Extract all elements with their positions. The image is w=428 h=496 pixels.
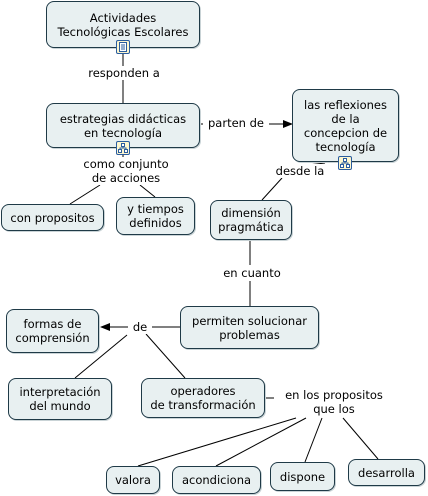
link-responden-a: responden a [82,66,166,80]
line-propositos-dispone [304,417,323,463]
concept-acondiciona[interactable]: acondiciona [172,466,261,494]
link-parten-de: parten de [203,116,269,130]
line-propositos-valora [137,417,297,467]
line-de-interpretacion [74,334,128,379]
concept-map-icon-glyph [118,143,128,153]
document-icon-glyph [119,42,127,52]
document-icon[interactable] [116,40,130,54]
concept-operadores-transformacion[interactable]: operadores de transformación [141,378,265,418]
concept-map-icon[interactable] [338,156,352,170]
concept-tiempos-definidos[interactable]: y tiempos definidos [116,197,195,235]
concept-formas-comprension[interactable]: formas de comprensión [6,309,99,353]
line-desde-dimension [261,177,283,201]
link-en-los-propositos: en los propositos que los [274,388,394,416]
concept-valora[interactable]: valora [106,466,160,494]
line-conjunto-propositos [69,184,101,205]
concept-interpretacion-mundo[interactable]: interpretación del mundo [8,378,112,420]
concept-desarrolla[interactable]: desarrolla [348,459,425,486]
line-propositos-acondiciona [215,417,307,467]
concept-permiten-solucionar[interactable]: permiten solucionar problemas [180,306,319,349]
line-propositos-desarrolla [342,417,379,460]
concept-con-propositos[interactable]: con propositos [1,204,104,231]
concept-map-icon-glyph [340,158,350,168]
line-de-operadores [145,333,186,379]
link-en-cuanto: en cuanto [215,266,289,280]
concept-estrategias-didacticas[interactable]: estrategias didácticas en tecnología [46,103,200,148]
line-conjunto-tiempos [139,184,156,198]
concept-dimension-pragmatica[interactable]: dimensión pragmática [210,200,292,240]
link-de: de [128,320,152,334]
concept-reflexiones-concepcion[interactable]: las reflexiones de la concepcion de tecn… [292,89,399,162]
concept-map-icon[interactable] [116,141,130,155]
link-como-conjunto: como conjunto de acciones [74,157,178,185]
concept-dispone[interactable]: dispone [270,462,335,491]
link-desde-la: desde la [269,164,331,178]
